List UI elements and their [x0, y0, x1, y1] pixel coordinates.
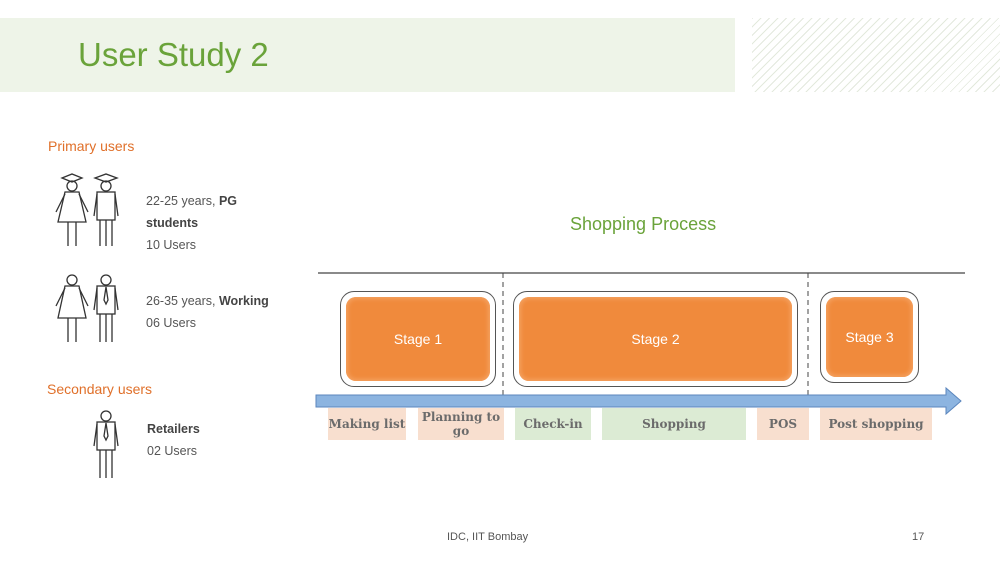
page-number: 17: [912, 531, 925, 543]
footer-text: IDC, IIT Bombay: [447, 531, 529, 543]
stage-1-label: Stage 1: [346, 297, 490, 381]
step-making-list: Making list: [328, 408, 406, 440]
retailer-user-icon: [93, 410, 119, 478]
stage-3-label: Stage 3: [826, 297, 913, 377]
stage-1-box: Stage 1: [340, 291, 496, 387]
page-title: User Study 2: [78, 36, 269, 73]
step-planning-to-go: Planning to go: [418, 408, 504, 440]
step-shopping: Shopping: [602, 408, 746, 440]
primary-users-heading: Primary users: [48, 138, 135, 154]
timeline-arrow: [315, 386, 962, 416]
header-hatch-decoration: [752, 18, 1000, 92]
stage-2-box: Stage 2: [513, 291, 798, 387]
stage-2-label: Stage 2: [519, 297, 792, 381]
working-users-icon: [55, 274, 119, 342]
step-pos: POS: [757, 408, 809, 440]
user-group-working: 26-35 years, Working 06 Users: [146, 294, 269, 330]
header-band: [0, 18, 735, 92]
student-users-icon: [55, 173, 119, 246]
step-check-in: Check-in: [515, 408, 591, 440]
diagram-title: Shopping Process: [570, 214, 717, 234]
secondary-users-heading: Secondary users: [47, 381, 153, 397]
user-group-students: 22-25 years, PG students 10 Users: [146, 194, 238, 252]
step-post-shopping: Post shopping: [820, 408, 932, 440]
user-group-retailers: Retailers 02 Users: [147, 422, 200, 458]
stage-3-box: Stage 3: [820, 291, 919, 383]
